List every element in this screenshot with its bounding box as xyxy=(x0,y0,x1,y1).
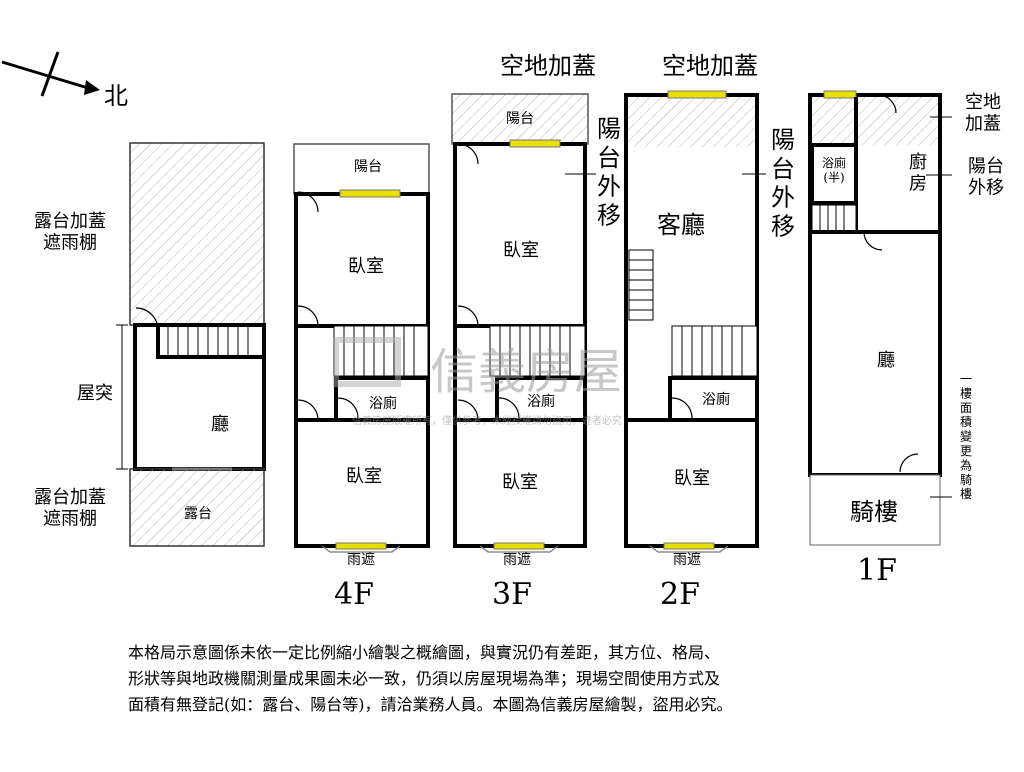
f2-floor-label: 2F xyxy=(660,577,700,612)
roof-top-canopy-label: 露台加蓋遮雨棚 xyxy=(34,211,106,254)
f3-bedroom-top-label: 臥室 xyxy=(503,240,539,261)
disclaimer-line-3: 面積有無登記(如：露台、陽台等)，請洽業務人員。本圖為信義房屋繪製，盜用必究。 xyxy=(128,695,733,714)
f4-bath xyxy=(334,376,430,422)
label-line: 面 xyxy=(960,401,972,415)
label-line: 加蓋 xyxy=(965,114,1001,135)
f3-awning-label: 雨遮 xyxy=(503,552,531,568)
f2-stair-left xyxy=(628,249,654,321)
roof-terrace-label: 露台 xyxy=(184,506,212,522)
f2-window-bottom xyxy=(663,542,715,550)
north-label: 北 xyxy=(104,82,128,110)
f2-awning-label: 雨遮 xyxy=(673,552,701,568)
label-line: 陽 xyxy=(597,115,621,143)
label-line: 外移 xyxy=(968,178,1004,199)
f4-stair xyxy=(333,325,429,377)
label-line: 浴廁 xyxy=(822,155,846,170)
compass: 北 xyxy=(1,51,128,110)
label-line: 房 xyxy=(909,174,927,195)
label-line: 積 xyxy=(960,414,972,429)
watermark: 信義房屋 信義房屋版權所有，僅供參考，未經授權請勿盜用，違者必究 xyxy=(333,337,622,427)
floor-3f-plan xyxy=(451,93,596,553)
f2-window-top xyxy=(667,90,727,99)
f1-kitchen-label: 廚房 xyxy=(909,151,927,195)
f3-window-top xyxy=(509,139,561,148)
f3-balcony-move-label: 陽台外移 xyxy=(597,115,621,229)
f1-arcade-label: 騎樓 xyxy=(850,498,898,526)
f1-window-top xyxy=(823,90,857,99)
f4-window-bottom xyxy=(335,542,387,550)
f3-stair xyxy=(489,325,586,377)
watermark-sub: 信義房屋版權所有，僅供參考，未經授權請勿盜用，違者必究 xyxy=(352,414,622,427)
label-line: 變 xyxy=(960,429,972,444)
f2-bathroom-label: 浴廁 xyxy=(702,391,730,408)
f1-area-note-label: 一樓面積變更為騎樓 xyxy=(960,372,972,501)
f1-extension xyxy=(810,95,940,145)
f3-window-bottom xyxy=(493,542,545,550)
disclaimer-text: 本格局示意圖係未依一定比例縮小繪製之概繪圖，與實況仍有差距，其方位、格局、 形狀… xyxy=(128,640,908,718)
f3-top-label: 空地加蓋 xyxy=(500,52,596,80)
label-line: 露台加蓋 xyxy=(34,211,106,232)
label-line: 遮雨棚 xyxy=(43,233,97,254)
f4-bedroom-bottom-label: 臥室 xyxy=(346,466,382,487)
label-line: 露台加蓋 xyxy=(34,487,106,508)
f4-bedroom-top-label: 臥室 xyxy=(348,256,384,277)
roof-stair xyxy=(156,323,266,359)
label-line: (半) xyxy=(823,170,844,184)
label-line: 外 xyxy=(771,184,795,212)
roof-hall-label: 廳 xyxy=(211,414,229,435)
floor-2f-plan xyxy=(624,90,766,553)
label-line: 為 xyxy=(960,458,972,472)
label-line: 更 xyxy=(960,444,972,458)
label-line: 陽台 xyxy=(968,156,1004,177)
label-line: 樓 xyxy=(960,486,972,501)
f1-floor-label: 1F xyxy=(857,553,897,588)
f4-awning-label: 雨遮 xyxy=(347,552,375,568)
floor-4f-plan xyxy=(116,142,430,553)
watermark-brand: 信義房屋 xyxy=(430,344,622,400)
label-line: 遮雨棚 xyxy=(43,509,97,530)
f2-bedroom-label: 臥室 xyxy=(674,468,710,489)
f1-bathroom-half-label: 浴廁(半) xyxy=(822,155,846,184)
roof-top-canopy xyxy=(129,142,265,326)
f1-balcony-move-label: 陽台外移 xyxy=(968,156,1004,199)
label-line: 廚 xyxy=(909,151,927,173)
f2-living-room-label: 客廳 xyxy=(657,211,705,239)
f4-window-top xyxy=(339,189,401,198)
label-line: 陽 xyxy=(771,126,795,154)
f3-bathroom-label: 浴廁 xyxy=(527,393,555,410)
roof-bottom-canopy-label: 露台加蓋遮雨棚 xyxy=(34,487,106,530)
label-line: 樓 xyxy=(960,385,972,400)
label-line: 空地 xyxy=(965,92,1001,113)
f3-floor-label: 3F xyxy=(492,577,532,612)
f4-bathroom-label: 浴廁 xyxy=(369,395,397,412)
f3-bedroom-bottom-label: 臥室 xyxy=(502,472,538,493)
roof-protrusion-label: 屋突 xyxy=(77,383,113,404)
f3-balcony-label: 陽台 xyxy=(506,111,534,127)
floor-1f-plan xyxy=(808,90,952,546)
f2-extension xyxy=(627,95,757,147)
f3-bath xyxy=(495,376,587,422)
label-line: 台 xyxy=(771,155,795,183)
f3-extension xyxy=(451,93,589,145)
roof-terrace xyxy=(129,468,265,547)
label-line: 一 xyxy=(960,372,972,386)
label-line: 移 xyxy=(597,201,621,229)
f2-top-label: 空地加蓋 xyxy=(662,52,758,80)
f1-arcade xyxy=(809,474,941,546)
f4-floor-label: 4F xyxy=(334,577,374,612)
f1-stair xyxy=(811,204,857,233)
label-line: 移 xyxy=(771,212,795,240)
f2-stair xyxy=(671,325,758,377)
label-line: 台 xyxy=(597,144,621,172)
f4-balcony-label: 陽台 xyxy=(354,159,382,175)
label-line: 外 xyxy=(597,173,621,201)
f1-top-label: 空地加蓋 xyxy=(965,92,1001,135)
disclaimer-line-1: 本格局示意圖係未依一定比例縮小繪製之概繪圖，與實況仍有差距，其方位、格局、 xyxy=(128,643,721,662)
disclaimer-line-2: 形狀等與地政機關測量成果圖未必一致，仍須以房屋現場為準；現場空間使用方式及 xyxy=(128,669,721,688)
f2-balcony-move-label: 陽台外移 xyxy=(771,126,795,240)
label-line: 騎 xyxy=(960,473,972,487)
f1-hall-label: 廳 xyxy=(877,350,895,371)
